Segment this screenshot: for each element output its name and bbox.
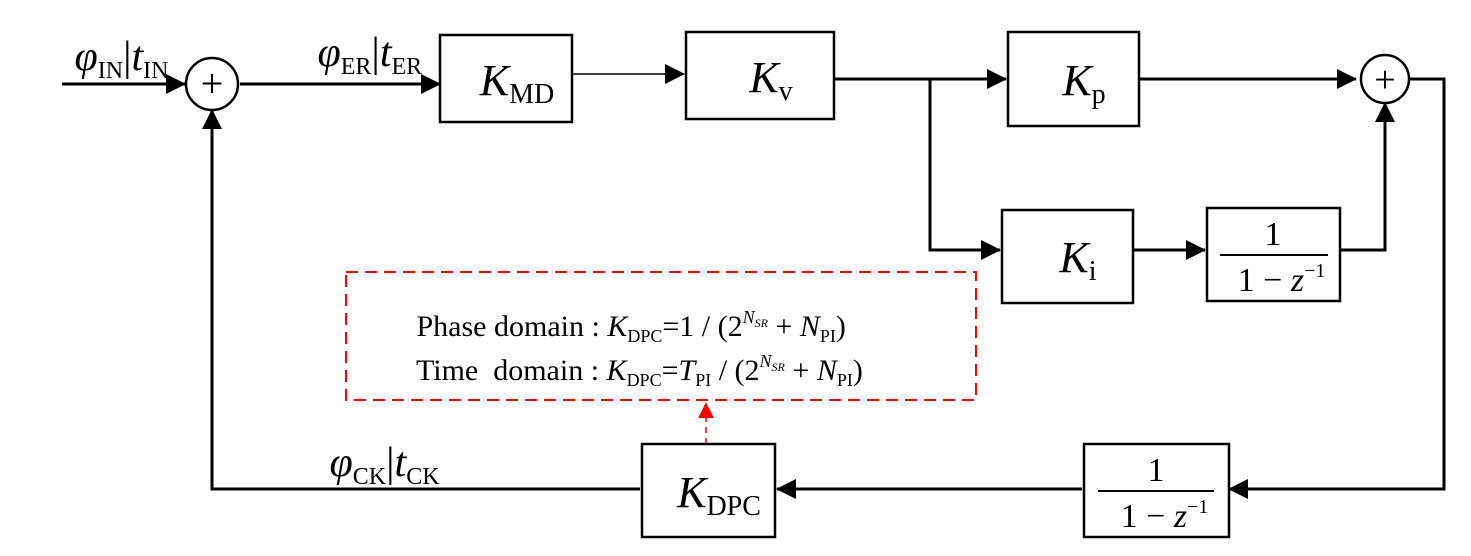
- time-exp-sub: SR: [772, 360, 786, 374]
- block-kmd-sub: MD: [509, 79, 554, 110]
- phase-eq: =: [662, 310, 679, 343]
- annotation-frame: [345, 271, 977, 401]
- svg-text:1 − z−1: 1 − z−1: [1178, 248, 1368, 299]
- block-integrator-bottom: 1 1 − z−1: [1061, 442, 1251, 539]
- kdpc-annotation: Phase domain : KDPC=1 / (2NSR + NPI) Tim…: [345, 271, 977, 401]
- clock-signal-label: φCK|tCK: [277, 440, 471, 494]
- block-kv-sub: v: [779, 76, 793, 107]
- clock-t-sub: CK: [406, 464, 440, 490]
- block-ki-sub: i: [1089, 256, 1097, 287]
- time-k: K: [606, 354, 629, 387]
- clock-sep: |: [386, 440, 394, 486]
- summing-junction-input: +: [184, 56, 240, 112]
- clock-phi-sub: CK: [353, 464, 387, 490]
- block-ki: Ki: [982, 208, 1151, 305]
- sum-plus-symbol: +: [1374, 59, 1395, 101]
- input-phi-sub: IN: [98, 58, 123, 84]
- integrator-bottom-numerator: 1: [1148, 452, 1165, 489]
- block-kp-sub: p: [1092, 79, 1106, 110]
- integrator-to-sum-wire: [1340, 102, 1395, 252]
- phase-k: K: [606, 310, 629, 343]
- integrator-top-numerator: 1: [1265, 216, 1282, 253]
- error-phi-sub: ER: [341, 54, 372, 80]
- error-sep: |: [371, 30, 379, 76]
- svg-text:Kv: Kv: [672, 53, 847, 110]
- input-phi: φ: [75, 34, 98, 80]
- block-kmd-main: K: [479, 56, 512, 105]
- input-t: t: [132, 34, 145, 80]
- integrator-top-den-exp: −1: [1304, 260, 1325, 282]
- phase-exp-base: N: [742, 307, 756, 327]
- annotation-line-time: Time domain : KDPC=TPI / (2NSR + NPI): [364, 351, 900, 390]
- block-kv: Kv: [672, 30, 847, 121]
- input-t-sub: IN: [143, 58, 168, 84]
- block-kdpc-main: K: [676, 468, 709, 517]
- time-eq: =: [662, 354, 679, 387]
- time-n: N: [816, 354, 839, 387]
- time-num-sub: PI: [695, 370, 711, 390]
- phase-k-sub: DPC: [627, 326, 662, 346]
- error-t-sub: ER: [392, 54, 423, 80]
- phase-label: Phase domain :: [417, 310, 608, 343]
- phase-n-sub: PI: [820, 326, 836, 346]
- error-t: t: [380, 30, 393, 76]
- time-k-sub: DPC: [627, 370, 662, 390]
- error-phi: φ: [318, 30, 341, 76]
- phase-plus: +: [768, 310, 800, 343]
- error-signal-label: φER|tER: [265, 30, 454, 84]
- feedback-wire: [202, 109, 640, 491]
- integrator-bottom-den-var: z: [1173, 498, 1187, 535]
- clock-t: t: [395, 440, 408, 486]
- time-plus: +: [785, 354, 817, 387]
- time-close: ): [853, 354, 863, 387]
- input-sep: |: [123, 34, 131, 80]
- clock-phi: φ: [330, 440, 353, 486]
- time-label: Time domain :: [416, 354, 607, 387]
- kv-to-ki-wire: [928, 79, 1001, 260]
- input-signal-label: φIN|tIN: [22, 34, 200, 88]
- time-num: T: [679, 354, 698, 387]
- sum-to-bottom-integrator-wire: [1228, 77, 1446, 499]
- time-mid: / (2: [711, 354, 759, 387]
- block-ki-main: K: [1058, 233, 1091, 282]
- sum-plus-symbol: +: [201, 61, 224, 106]
- svg-text:Kp: Kp: [985, 56, 1160, 113]
- svg-text:KMD: KMD: [403, 56, 609, 113]
- svg-text:1 − z−1: 1 − z−1: [1061, 484, 1251, 535]
- integrator-bottom-den-pre: 1 −: [1121, 498, 1174, 535]
- phase-n: N: [799, 310, 822, 343]
- phase-exp-sub: SR: [755, 316, 769, 330]
- integrator-top-den-pre: 1 −: [1238, 262, 1291, 299]
- block-kv-main: K: [748, 53, 781, 102]
- integrator-top-den-var: z: [1290, 262, 1304, 299]
- time-n-sub: PI: [837, 370, 853, 390]
- summing-junction-output: +: [1359, 53, 1411, 105]
- svg-text:Ki: Ki: [982, 233, 1151, 290]
- svg-text:KDPC: KDPC: [600, 468, 816, 525]
- block-kdpc-sub: DPC: [706, 491, 760, 522]
- block-kmd: KMD: [403, 33, 609, 124]
- phase-num: 1: [679, 310, 694, 343]
- block-kp: Kp: [985, 30, 1160, 128]
- phase-close: ): [836, 310, 846, 343]
- annotation-line-phase: Phase domain : KDPC=1 / (2NSR + NPI): [364, 307, 883, 346]
- integrator-bottom-den-exp: −1: [1187, 496, 1208, 518]
- phase-mid: / (2: [694, 310, 742, 343]
- block-integrator-top: 1 1 − z−1: [1178, 206, 1368, 303]
- block-kdpc: KDPC: [600, 442, 816, 539]
- time-exp-base: N: [759, 351, 773, 371]
- block-kp-main: K: [1061, 56, 1094, 105]
